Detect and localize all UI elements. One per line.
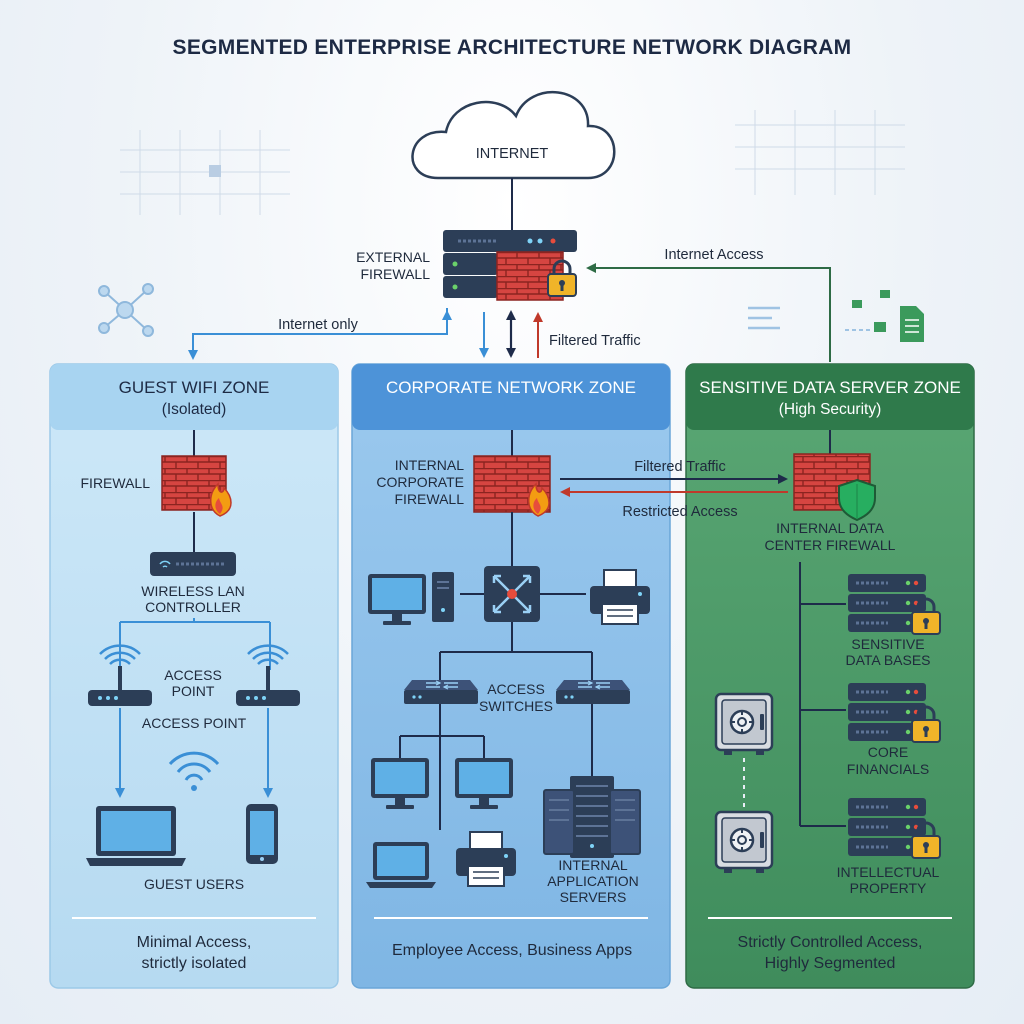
corp-firewall-label-1: INTERNAL bbox=[395, 457, 464, 473]
internal-corporate-firewall: INTERNAL CORPORATE FIREWALL bbox=[376, 455, 551, 517]
sensitive-zone-subtitle: (High Security) bbox=[779, 401, 882, 418]
internet-access-arrow: Internet Access bbox=[586, 247, 831, 362]
corp-firewall-label-2: CORPORATE bbox=[376, 474, 464, 490]
vault-icon-bottom bbox=[714, 810, 774, 875]
guest-zone-subtitle: (Isolated) bbox=[162, 401, 227, 418]
core-router bbox=[484, 566, 540, 622]
access-point-label-1: ACCESS bbox=[164, 667, 222, 683]
corp-firewall-label-3: FIREWALL bbox=[395, 491, 465, 507]
restricted-access-arrow: Restricted Access bbox=[560, 487, 788, 520]
internal-data-center-firewall: INTERNAL DATA CENTER FIREWALL bbox=[765, 453, 896, 553]
external-firewall-label-2: FIREWALL bbox=[361, 266, 431, 282]
corporate-uplink-arrows: Filtered Traffic bbox=[479, 310, 641, 358]
access-point-label-3: ACCESS POINT bbox=[142, 715, 247, 731]
guest-users-label: GUEST USERS bbox=[144, 876, 244, 892]
external-firewall: EXTERNAL FIREWALL bbox=[356, 230, 578, 301]
filtered-traffic-mid-label: Filtered Traffic bbox=[634, 459, 726, 475]
filtered-traffic-top-label: Filtered Traffic bbox=[549, 333, 641, 349]
wlc-label-2: CONTROLLER bbox=[145, 599, 241, 615]
sensitive-footer-2: Highly Segmented bbox=[765, 955, 896, 972]
wifi-icon bbox=[159, 560, 171, 568]
financials-label-1: CORE bbox=[868, 744, 908, 760]
corporate-footer: Employee Access, Business Apps bbox=[392, 942, 632, 959]
app-servers-label-2: APPLICATION bbox=[547, 873, 639, 889]
guest-footer-2: strictly isolated bbox=[142, 955, 247, 972]
dc-firewall-label-1: INTERNAL DATA bbox=[776, 520, 885, 536]
access-switch-left bbox=[403, 679, 479, 705]
guest-firewall: FIREWALL bbox=[81, 455, 232, 517]
data-lines-icon bbox=[748, 306, 780, 330]
access-point-label-2: POINT bbox=[172, 683, 215, 699]
wifi-signal-icon bbox=[168, 751, 220, 791]
sensitive-zone-title: SENSITIVE DATA SERVER ZONE bbox=[699, 378, 961, 397]
external-firewall-label-1: EXTERNAL bbox=[356, 249, 430, 265]
internet-cloud: INTERNET bbox=[411, 91, 616, 180]
application-servers bbox=[543, 776, 641, 858]
filtered-traffic-arrow: Filtered Traffic bbox=[560, 459, 788, 484]
access-switches-label-2: SWITCHES bbox=[479, 698, 553, 714]
internet-access-label: Internet Access bbox=[664, 247, 763, 263]
guest-zone-title: GUEST WIFI ZONE bbox=[119, 378, 270, 397]
access-switches-label-1: ACCESS bbox=[487, 681, 545, 697]
databases-label-1: SENSITIVE bbox=[851, 636, 924, 652]
app-servers-label-1: INTERNAL bbox=[558, 857, 627, 873]
ip-label-1: INTELLECTUAL bbox=[837, 864, 940, 880]
wlc-label-1: WIRELESS LAN bbox=[141, 583, 244, 599]
corporate-zone-title: CORPORATE NETWORK ZONE bbox=[386, 378, 636, 397]
laptop-icon-corp bbox=[366, 842, 436, 888]
document-icon bbox=[845, 290, 924, 342]
wireless-lan-controller: WIRELESS LAN CONTROLLER bbox=[141, 552, 245, 615]
internet-only-arrow: Internet only bbox=[188, 308, 452, 360]
app-servers-label-3: SERVERS bbox=[560, 889, 627, 905]
access-switch-right bbox=[555, 679, 631, 705]
financials-label-2: FINANCIALS bbox=[847, 761, 929, 777]
internet-label: INTERNET bbox=[476, 146, 549, 162]
databases-label-2: DATA BASES bbox=[845, 652, 930, 668]
diagram-title: SEGMENTED ENTERPRISE ARCHITECTURE NETWOR… bbox=[173, 36, 852, 59]
guest-footer-1: Minimal Access, bbox=[137, 934, 252, 951]
network-node-icon bbox=[98, 283, 154, 337]
restricted-access-label: Restricted Access bbox=[622, 504, 737, 520]
dc-firewall-label-2: CENTER FIREWALL bbox=[765, 537, 896, 553]
ip-label-2: PROPERTY bbox=[850, 880, 927, 896]
smartphone-icon bbox=[246, 804, 278, 864]
vault-icon-top bbox=[714, 692, 774, 757]
sensitive-footer-1: Strictly Controlled Access, bbox=[738, 934, 923, 951]
background-decor bbox=[120, 110, 905, 215]
internet-only-label: Internet only bbox=[278, 317, 359, 333]
workstation-icon bbox=[368, 572, 454, 625]
laptop-icon bbox=[86, 806, 186, 866]
guest-firewall-label: FIREWALL bbox=[81, 475, 151, 491]
